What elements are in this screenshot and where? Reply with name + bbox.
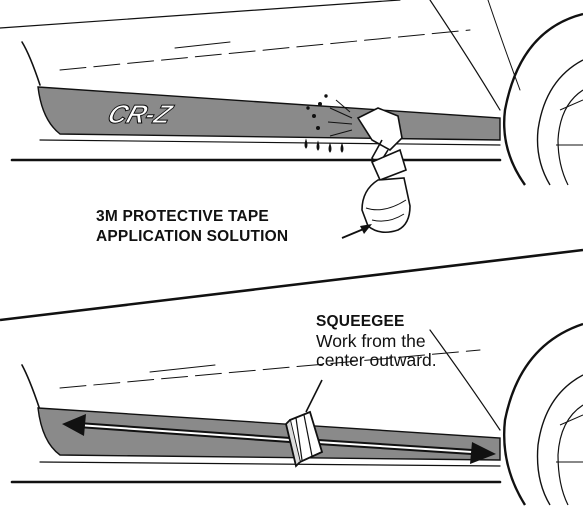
bottom-body-crease (21, 364, 41, 411)
top-pillar-line-2 (487, 0, 521, 91)
solution-label-line2: APPLICATION SOLUTION (96, 228, 289, 245)
bottom-rocker-lower-edge (39, 461, 501, 467)
top-body-crease (21, 41, 41, 86)
squeegee-callout-line (305, 379, 323, 413)
spray-droplets (304, 94, 353, 153)
outward-double-arrow (62, 414, 496, 464)
panel-divider (0, 248, 583, 322)
bottom-door-line (59, 349, 481, 389)
top-body-contour (0, 0, 401, 29)
cr-z-badge-text: CR-Z (104, 100, 177, 129)
arrow-head-right (470, 442, 496, 464)
bottom-reflection-line (149, 364, 216, 373)
squeegee-label: SQUEEGEE (316, 312, 405, 332)
instruction-line1: Work from the (316, 331, 426, 351)
top-panel (0, 0, 521, 162)
bottom-wheel (503, 322, 583, 506)
squeegee-icon (285, 410, 324, 468)
instruction-line2: center outward. (316, 350, 437, 370)
bottom-panel (10, 329, 502, 484)
arrow-head-left (62, 414, 86, 436)
top-protective-tape (37, 86, 501, 141)
top-pillar-line (429, 0, 501, 111)
top-door-line (59, 29, 471, 71)
spray-bottle-icon (356, 107, 411, 234)
squeegee-title: SQUEEGEE (316, 313, 405, 330)
solution-callout-arrow (341, 224, 372, 239)
top-rocker-lower-edge (39, 139, 501, 146)
instruction-text: Work from the center outward. (316, 332, 437, 370)
solution-label: 3M PROTECTIVE TAPE APPLICATION SOLUTION (96, 207, 288, 247)
top-wheel (503, 12, 583, 186)
top-reflection-line (174, 41, 231, 49)
cr-z-badge: CR-Z (104, 99, 178, 129)
solution-label-line1: 3M PROTECTIVE TAPE (96, 208, 269, 225)
bottom-pillar-line (429, 329, 501, 431)
